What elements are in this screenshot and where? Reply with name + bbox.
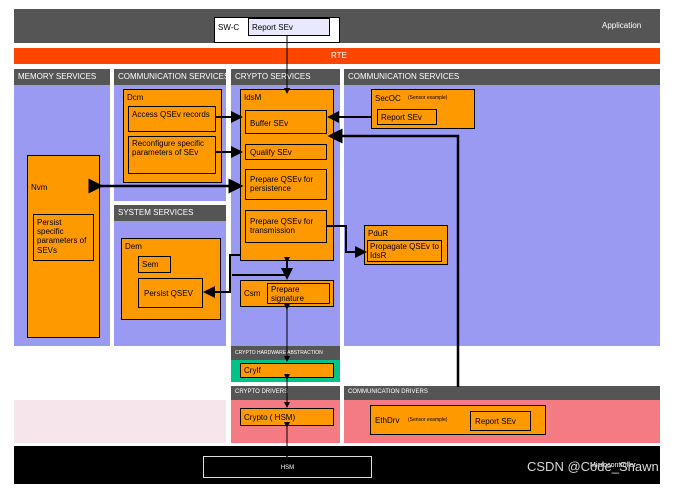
rte-bar	[14, 48, 660, 64]
prepare-signature-box: Prepare signature	[267, 283, 330, 304]
idsm-label: IdsM	[244, 93, 262, 102]
memory-services-header: MEMORY SERVICES	[14, 69, 110, 85]
propagate-box: Propagate QSEv to IdsR	[367, 240, 442, 262]
comm-services-right-header: COMMUNICATION SERVICES	[344, 69, 660, 85]
ethdrv-buffer-line	[327, 128, 460, 387]
dcm-reconfig-box: Reconfigure specific parameters of SEv	[128, 136, 216, 174]
secoc-note: (Sensor example)	[408, 95, 448, 101]
dcm-idsm-arrows	[216, 111, 243, 158]
nvm-label: Nvm	[31, 183, 48, 192]
dcm-access-box: Access QSEv records	[128, 106, 216, 132]
rte-label: RTE	[331, 51, 347, 60]
nvm-persist-box: Persist specific parameters of SEVs	[33, 214, 94, 261]
ethdrv-label: EthDrv	[375, 416, 400, 425]
dem-persist-box: Persist QSEV	[138, 278, 203, 308]
csdn-watermark: CSDN @Code_Shawn	[527, 459, 659, 474]
application-label: Application	[602, 21, 642, 30]
qualify-box: Qualify SEv	[245, 144, 327, 160]
csm-label: Csm	[244, 289, 261, 298]
idsm-dem-arrow	[203, 254, 293, 298]
ethdrv-note: (Sensor example)	[408, 417, 448, 423]
comm-services-left-header: COMMUNICATION SERVICES	[114, 69, 229, 85]
pdur-label: PduR	[368, 229, 389, 238]
secoc-report-box: Report SEv	[377, 109, 437, 125]
buffer-box: Buffer SEv	[245, 110, 327, 134]
dcm-label: Dcm	[127, 93, 144, 102]
sem-box: Sem	[138, 256, 171, 273]
transmission-pdur-arrow	[327, 225, 367, 258]
dem-label: Dem	[125, 242, 142, 251]
swc-report-box: Report SEv	[248, 18, 330, 36]
crypto-services-header: CRYPTO SERVICES	[231, 69, 340, 85]
prepare-transmission-box: Prepare QSEv for transmission	[245, 210, 327, 243]
ethdrv-report-box: Report SEv	[470, 411, 531, 431]
comm-drivers-header: COMMUNICATION DRIVERS	[344, 386, 660, 400]
prepare-persistence-box: Prepare QSEv for persistence	[245, 169, 327, 200]
microcontroller-label: Microcontroller	[590, 462, 636, 469]
system-services-header: SYSTEM SERVICES	[114, 205, 226, 221]
secoc-label: SecOC	[375, 94, 401, 103]
swc-label: SW-C	[218, 23, 240, 32]
lower-left-area	[14, 400, 226, 443]
